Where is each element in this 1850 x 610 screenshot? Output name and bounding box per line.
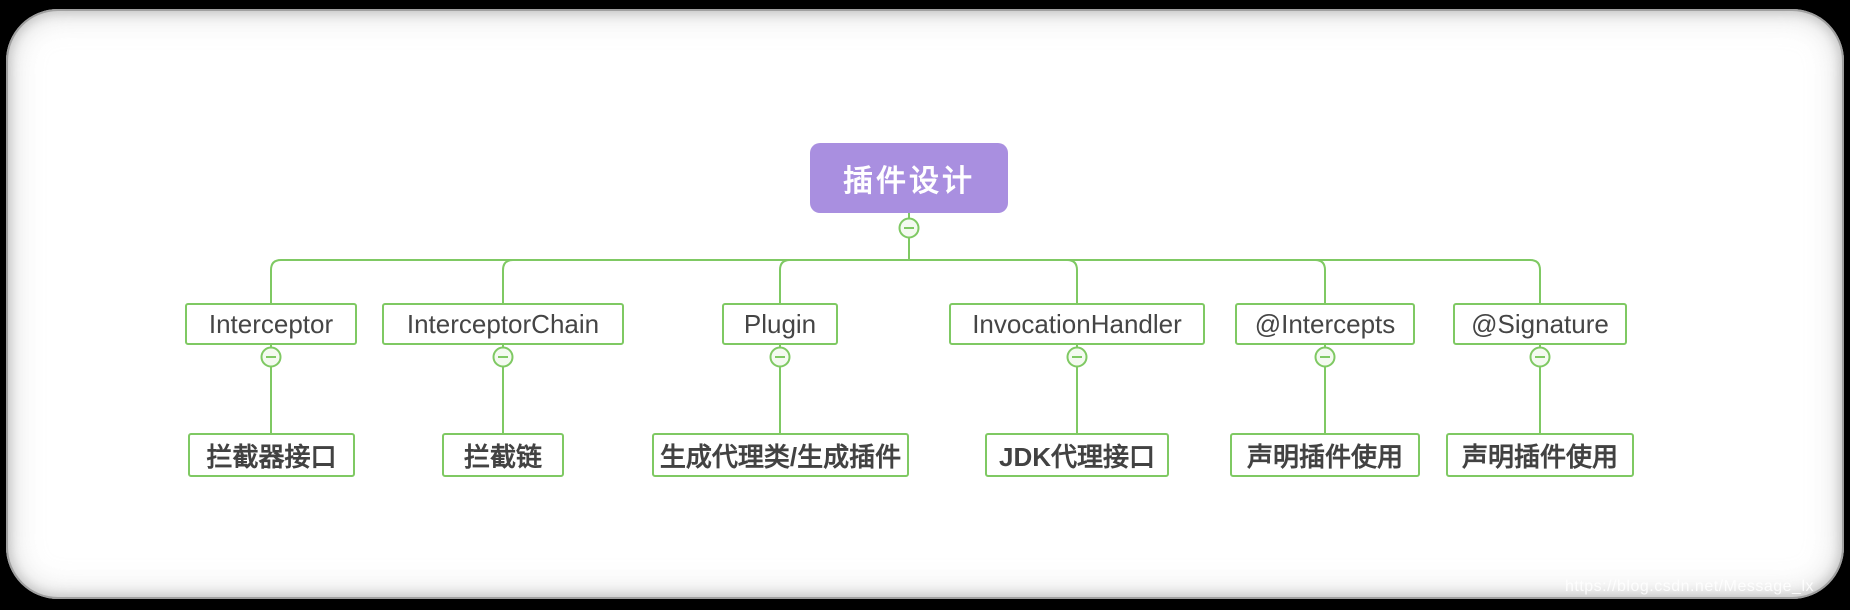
collapse-toggle-icon[interactable] [1529,346,1551,368]
collapse-toggle-icon[interactable] [492,346,514,368]
node-intercepts[interactable]: @Intercepts [1235,303,1415,345]
branch-line-invocationhandler [909,259,1078,303]
node-invocationhandler[interactable]: InvocationHandler [949,303,1205,345]
branch-line-signature [909,259,1541,303]
node-interceptorchain[interactable]: InterceptorChain [382,303,624,345]
node-interceptor[interactable]: Interceptor [185,303,357,345]
node-signature[interactable]: @Signature [1453,303,1627,345]
collapse-toggle-icon[interactable] [1066,346,1088,368]
root-node[interactable]: 插件设计 [810,143,1008,213]
collapse-toggle-icon[interactable] [260,346,282,368]
collapse-toggle-icon[interactable] [1314,346,1336,368]
leaf-signature[interactable]: 声明插件使用 [1446,433,1634,477]
leaf-interceptor[interactable]: 拦截器接口 [188,433,355,477]
watermark-text: https://blog.csdn.net/Message_lx [1564,578,1814,595]
branch-line-intercepts [909,259,1326,303]
collapse-toggle-icon[interactable] [769,346,791,368]
collapse-toggle-icon[interactable] [898,217,920,239]
leaf-interceptorchain[interactable]: 拦截链 [442,433,564,477]
branch-line-plugin [779,259,909,303]
leaf-intercepts[interactable]: 声明插件使用 [1230,433,1420,477]
leaf-plugin[interactable]: 生成代理类/生成插件 [652,433,909,477]
branch-line-interceptor [270,259,909,303]
node-plugin[interactable]: Plugin [722,303,838,345]
leaf-invocationhandler[interactable]: JDK代理接口 [985,433,1169,477]
branch-line-interceptorchain [502,259,909,303]
